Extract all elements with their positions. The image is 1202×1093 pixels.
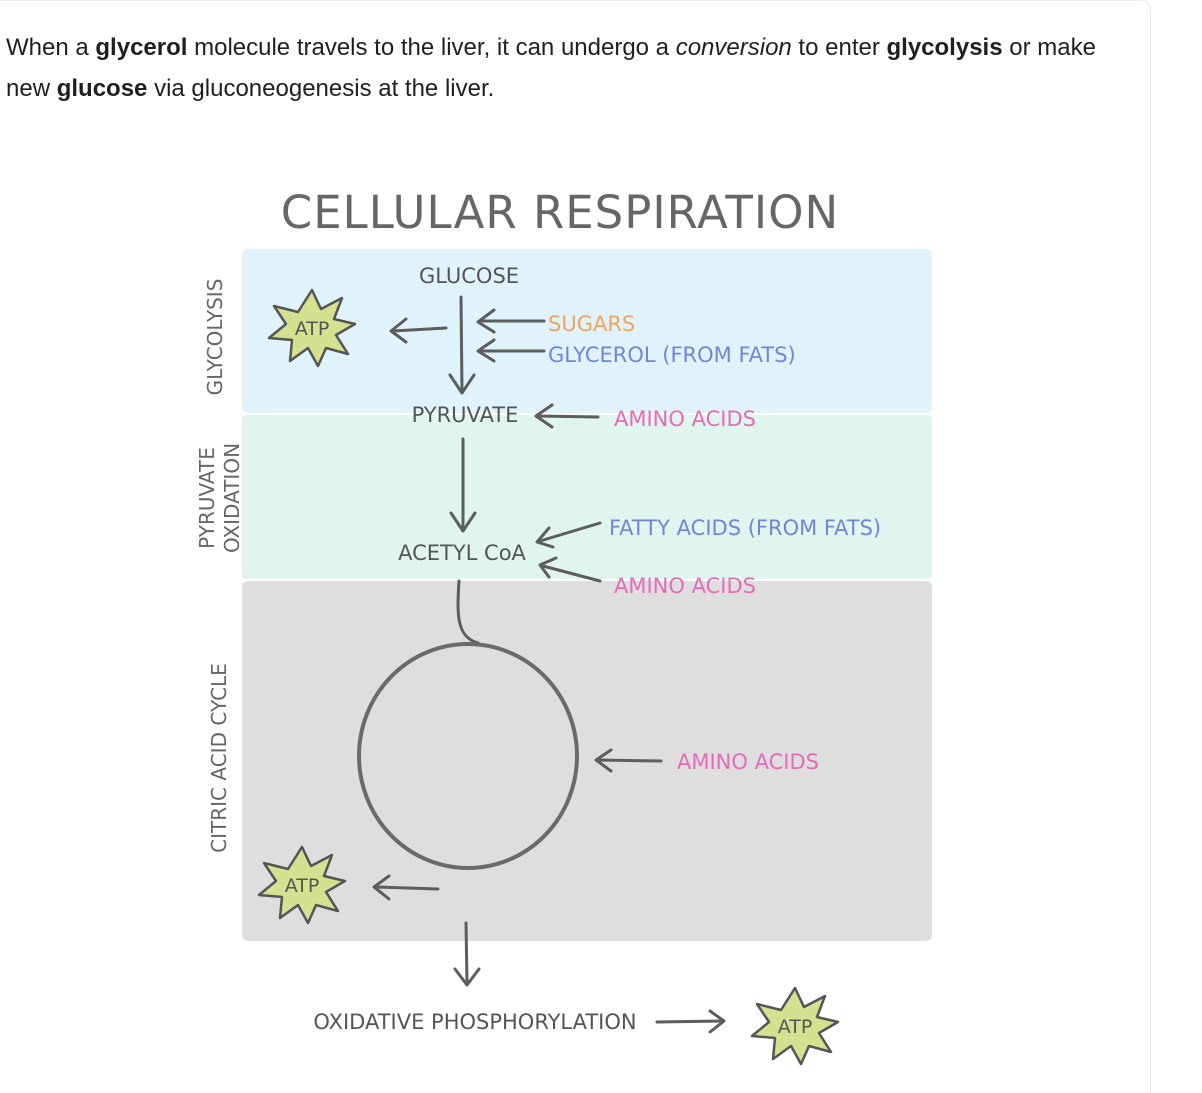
stage-label-glycolysis: GLYCOLYSIS	[203, 279, 227, 396]
arrow-oxphos-to-atp	[655, 1009, 726, 1034]
atp-burst-oxphos: ATP	[750, 986, 840, 1066]
arrow-glucose-to-pyruvate	[448, 295, 476, 395]
arrow-amino-to-cycle	[594, 748, 663, 773]
atp-burst-cycle: ATP	[257, 845, 347, 925]
intro-text: to enter	[791, 34, 887, 61]
intro-text: When a	[6, 34, 96, 61]
input-sugars: SUGARS	[548, 312, 635, 336]
connector-acetyl-to-cycle	[456, 579, 480, 645]
intro-text: via gluconeogenesis at the liver.	[147, 75, 495, 102]
stage-label-pyruvate: PYRUVATE	[195, 447, 219, 549]
atp-label: ATP	[778, 1016, 813, 1038]
glycolysis-band	[242, 249, 932, 413]
input-amino-acids-cycle: AMINO ACIDS	[677, 750, 819, 774]
input-amino-acids-pyruvate: AMINO ACIDS	[614, 407, 756, 431]
arrow-to-atp-glycolysis	[389, 317, 448, 344]
cellular-respiration-diagram: CELLULAR RESPIRATION GLYCOLYSIS PYRUVATE…	[195, 186, 932, 1066]
intro-bold-glucose: glucose	[56, 75, 148, 102]
arrow-amino-to-acetyl	[538, 556, 602, 583]
atp-label: ATP	[285, 875, 320, 897]
atp-label: ATP	[295, 318, 330, 340]
node-glucose: GLUCOSE	[419, 264, 519, 288]
arrow-fatty-to-acetyl	[535, 521, 602, 549]
node-oxidative-phosphorylation: OXIDATIVE PHOSPHORYLATION	[313, 1010, 636, 1034]
arrow-sugars-in	[476, 308, 546, 334]
intro-bold-glycerol: glycerol	[95, 34, 188, 61]
input-fatty-acids: FATTY ACIDS (FROM FATS)	[609, 516, 881, 540]
intro-paragraph: When a glycerol molecule travels to the …	[6, 27, 1136, 109]
citric-acid-cycle-band	[242, 581, 932, 941]
node-acetyl-coa: ACETYL CoA	[398, 541, 526, 565]
content-card: When a glycerol molecule travels to the …	[0, 0, 1151, 1093]
atp-burst-glycolysis: ATP	[267, 288, 357, 368]
arrow-cycle-to-oxphos	[453, 921, 481, 987]
intro-text: molecule travels to the liver, it can un…	[187, 34, 676, 61]
citric-acid-cycle-loop	[357, 642, 579, 870]
diagram-title: CELLULAR RESPIRATION	[281, 186, 839, 239]
input-amino-acids-acetyl: AMINO ACIDS	[614, 574, 756, 598]
arrow-amino-to-pyruvate	[534, 403, 600, 429]
arrow-glycerol-in	[476, 338, 546, 363]
node-pyruvate: PYRUVATE	[412, 403, 519, 427]
pyruvate-oxidation-band	[242, 415, 932, 579]
intro-bold-glycolysis: glycolysis	[886, 34, 1003, 61]
intro-text: or make new	[6, 34, 1096, 102]
diagram-arrows	[372, 295, 726, 1034]
input-glycerol: GLYCEROL (FROM FATS)	[548, 343, 796, 367]
stage-label-oxidation: OXIDATION	[220, 443, 244, 553]
stage-label-citric-acid-cycle: CITRIC ACID CYCLE	[207, 663, 231, 853]
arrow-pyruvate-to-acetyl	[449, 437, 477, 533]
arrow-to-atp-cycle	[372, 874, 440, 901]
intro-italic-conversion: conversion	[675, 34, 792, 61]
